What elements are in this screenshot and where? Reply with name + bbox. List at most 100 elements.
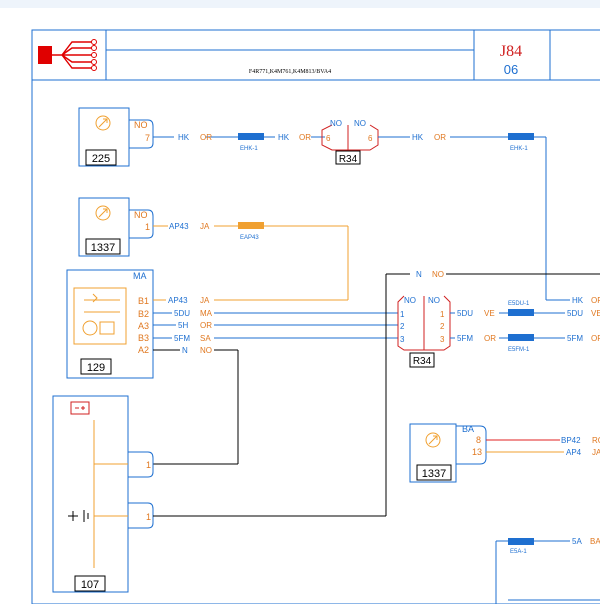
svg-text:5DU: 5DU xyxy=(174,309,190,318)
svg-text:8: 8 xyxy=(476,435,481,445)
svg-text:RG: RG xyxy=(592,436,600,445)
wire-5a: E5A-1 5A BA xyxy=(495,535,600,604)
svg-text:OR: OR xyxy=(200,133,212,142)
svg-text:NO: NO xyxy=(428,296,440,305)
svg-text:HK: HK xyxy=(178,133,190,142)
svg-text:E5FM-1: E5FM-1 xyxy=(508,347,530,353)
svg-text:1: 1 xyxy=(146,460,151,470)
component-1337-bottom: 1337 BA 8 13 BP42 RG AP4 JA xyxy=(409,423,600,483)
svg-text:OR: OR xyxy=(200,321,212,330)
sensor-icon xyxy=(95,205,111,221)
component-r34-mid: N NO NO NO 1 2 3 1 2 3 R34 5DU VE E5DU-1… xyxy=(385,268,600,516)
ground-symbol-icon xyxy=(68,510,89,522)
doc-code: J84 xyxy=(500,43,522,60)
wire-ap43-top: AP43 JA EAP43 xyxy=(153,220,349,300)
svg-text:1: 1 xyxy=(400,310,405,319)
svg-text:5H: 5H xyxy=(178,321,188,330)
svg-text:OR: OR xyxy=(591,296,600,305)
svg-text:SA: SA xyxy=(200,334,211,343)
svg-text:BA: BA xyxy=(462,424,474,434)
svg-text:HK: HK xyxy=(278,133,290,142)
svg-text:2: 2 xyxy=(440,322,445,331)
svg-text:BP42: BP42 xyxy=(561,436,581,445)
svg-text:5FM: 5FM xyxy=(457,334,473,343)
component-1337-top: 1337 NO 1 xyxy=(78,197,154,257)
splice-eap43 xyxy=(238,222,264,229)
svg-text:N: N xyxy=(182,346,188,355)
svg-text:NO: NO xyxy=(330,119,342,128)
wire-hk-top: HK OR EHK-1 HK OR NO NO 6 6 R34 HK OR EH… xyxy=(153,119,600,301)
svg-text:NO: NO xyxy=(404,296,416,305)
sheet-number: 06 xyxy=(504,62,518,77)
connector-pin: 7 xyxy=(145,133,150,143)
svg-text:VE: VE xyxy=(484,309,495,318)
svg-text:A2: A2 xyxy=(138,345,149,355)
component-id: 1337 xyxy=(91,242,115,254)
sensor-icon xyxy=(95,115,111,131)
svg-text:B3: B3 xyxy=(138,333,149,343)
svg-text:OR: OR xyxy=(484,334,496,343)
svg-text:NO: NO xyxy=(134,210,148,220)
svg-text:5A: 5A xyxy=(572,537,582,546)
svg-text:5FM: 5FM xyxy=(174,334,190,343)
component-107: 107 1 1 xyxy=(52,395,386,593)
svg-text:EHK-1: EHK-1 xyxy=(510,146,528,152)
svg-text:MA: MA xyxy=(200,309,213,318)
component-id: 107 xyxy=(81,579,99,591)
component-129: 129 MA B1 B2 A3 B3 A2 xyxy=(66,269,154,379)
svg-text:6: 6 xyxy=(326,134,331,143)
harness-logo-icon xyxy=(38,39,97,71)
svg-text:NO: NO xyxy=(200,346,212,355)
svg-text:A3: A3 xyxy=(138,321,149,331)
svg-text:EHK-1: EHK-1 xyxy=(240,146,258,152)
connector-label: NO xyxy=(134,120,148,130)
svg-text:HK: HK xyxy=(412,133,424,142)
svg-text:OR: OR xyxy=(591,334,600,343)
svg-text:13: 13 xyxy=(472,447,482,457)
svg-text:N: N xyxy=(416,270,422,279)
svg-text:VE: VE xyxy=(591,309,600,318)
svg-text:5DU: 5DU xyxy=(457,309,473,318)
svg-text:E5A-1: E5A-1 xyxy=(510,549,527,555)
component-225: 225 NO 7 xyxy=(78,107,154,167)
svg-text:MA: MA xyxy=(133,271,147,281)
title-block: F4R771,K4M761,K4M813/BVA4 J84 06 xyxy=(31,29,600,604)
svg-text:HK: HK xyxy=(572,296,584,305)
svg-text:2: 2 xyxy=(400,322,405,331)
svg-text:3: 3 xyxy=(440,335,445,344)
splice-e5du1 xyxy=(508,309,534,316)
sensor-icon xyxy=(425,432,441,448)
component-id: 129 xyxy=(87,362,105,374)
splice-ehk1 xyxy=(238,133,264,140)
svg-text:5DU: 5DU xyxy=(567,309,583,318)
svg-text:1: 1 xyxy=(440,310,445,319)
component-id: 1337 xyxy=(422,468,446,480)
battery-icon xyxy=(70,401,90,415)
variant-line: F4R771,K4M761,K4M813/BVA4 xyxy=(249,69,331,75)
splice-ehk1 xyxy=(508,133,534,140)
svg-text:B1: B1 xyxy=(138,296,149,306)
svg-text:3: 3 xyxy=(400,335,405,344)
svg-text:NO: NO xyxy=(354,119,366,128)
svg-text:6: 6 xyxy=(368,134,373,143)
svg-text:EAP43: EAP43 xyxy=(240,235,259,241)
component-id: 225 xyxy=(92,153,110,165)
svg-text:1: 1 xyxy=(146,512,151,522)
svg-text:JA: JA xyxy=(200,222,210,231)
svg-text:5FM: 5FM xyxy=(567,334,583,343)
module-icon xyxy=(82,293,120,336)
svg-text:OR: OR xyxy=(299,133,311,142)
svg-text:JA: JA xyxy=(200,296,210,305)
svg-text:AP43: AP43 xyxy=(169,222,189,231)
svg-text:1: 1 xyxy=(145,222,150,232)
wires-from-129: AP43 JA 5DU MA 5H OR 5FM SA N NO xyxy=(153,294,398,465)
splice-e5a1 xyxy=(508,538,534,545)
svg-text:NO: NO xyxy=(432,270,444,279)
svg-text:E5DU-1: E5DU-1 xyxy=(508,301,530,307)
top-band xyxy=(0,0,600,8)
svg-text:AP4: AP4 xyxy=(566,448,582,457)
svg-text:JA: JA xyxy=(592,448,600,457)
component-id: R34 xyxy=(339,154,358,165)
svg-text:B2: B2 xyxy=(138,309,149,319)
